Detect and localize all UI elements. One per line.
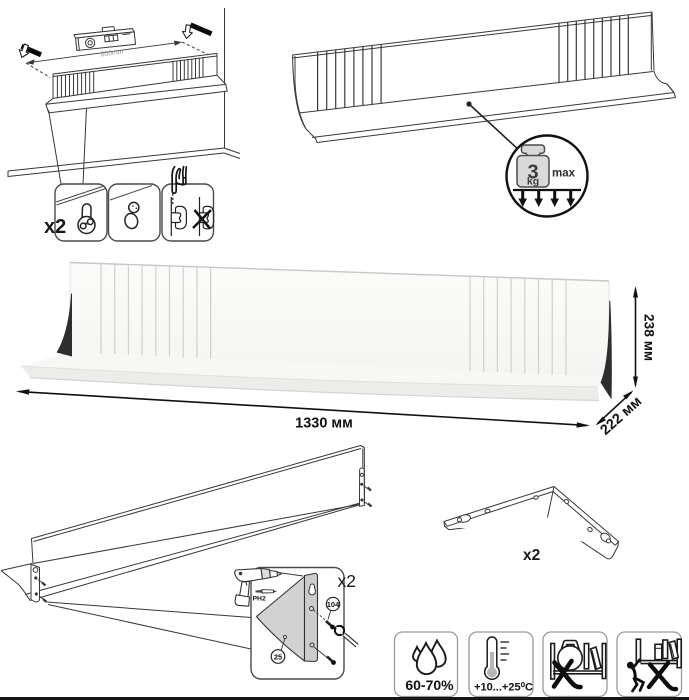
svg-text:3: 3 xyxy=(527,162,538,184)
svg-text:+10...+25⁰C: +10...+25⁰C xyxy=(474,682,533,694)
svg-text:x2: x2 xyxy=(338,571,356,591)
svg-text:238 мм: 238 мм xyxy=(642,314,657,361)
svg-text:800mm: 800mm xyxy=(100,49,124,59)
svg-text:1330 мм: 1330 мм xyxy=(295,416,353,432)
svg-text:x2: x2 xyxy=(44,216,66,238)
svg-text:PH2: PH2 xyxy=(253,596,266,603)
svg-text:104: 104 xyxy=(327,600,340,609)
svg-text:max: max xyxy=(552,168,576,180)
svg-text:x2: x2 xyxy=(523,547,540,564)
svg-text:60-70%: 60-70% xyxy=(405,677,454,693)
svg-text:25: 25 xyxy=(274,652,282,661)
svg-text:kg: kg xyxy=(527,175,539,187)
